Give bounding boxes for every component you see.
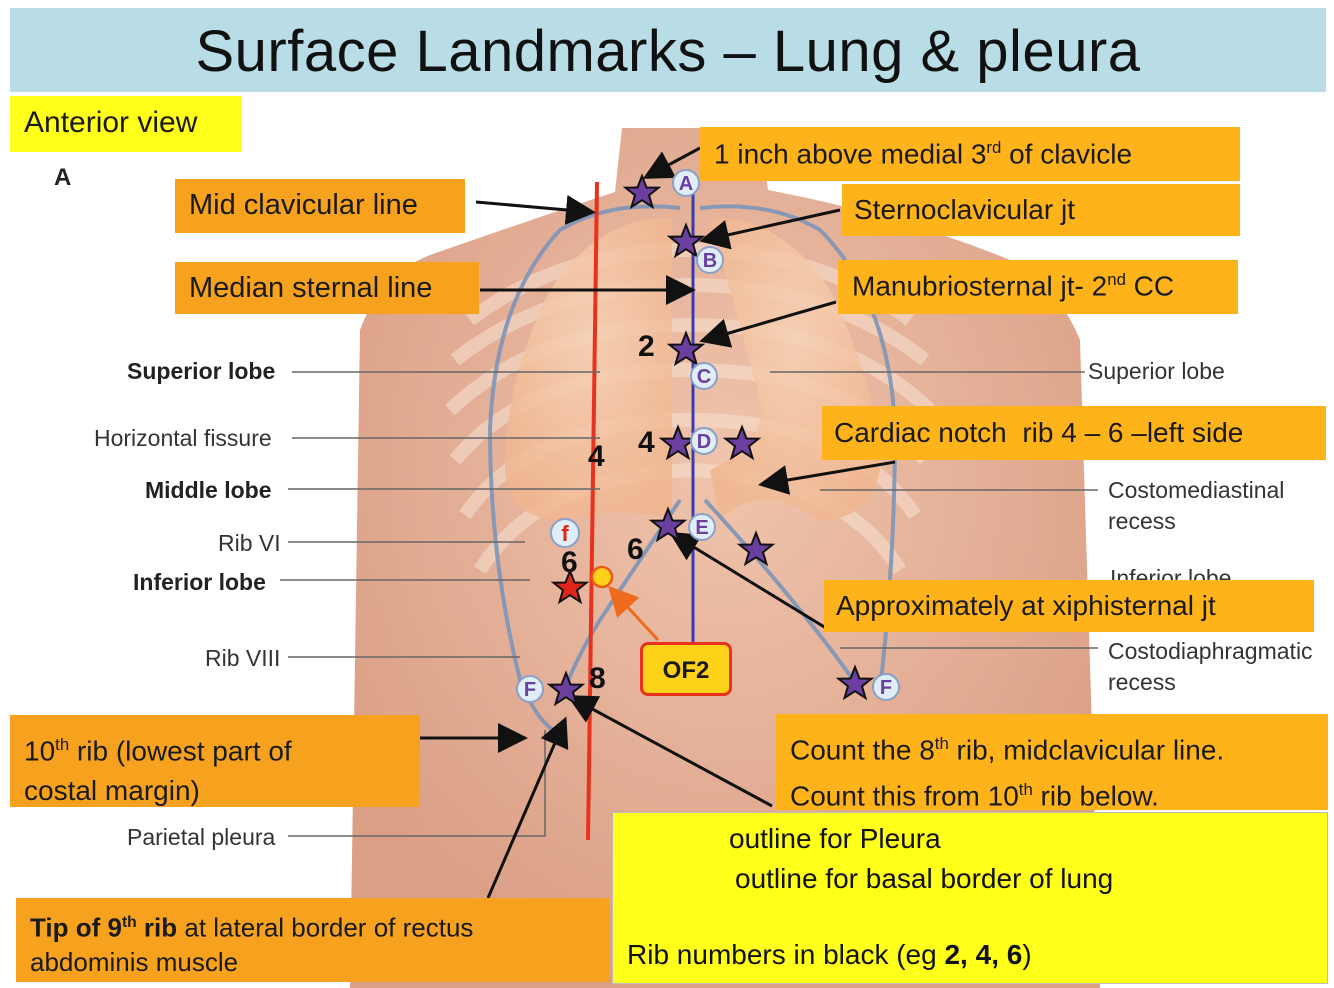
letter-b: B bbox=[703, 250, 717, 272]
label-inferior-lobe-left: Inferior lobe bbox=[133, 569, 266, 595]
letter-d: D bbox=[697, 431, 711, 453]
callout-tenth-rib: 10th rib (lowest part of costal margin) bbox=[10, 715, 420, 807]
figure-letter: A bbox=[54, 164, 72, 191]
legend-lung-text: outline for basal border of lung bbox=[735, 863, 1114, 894]
right-leader-lines bbox=[770, 371, 1098, 649]
rib-number-4-sternal: 4 bbox=[638, 426, 655, 459]
pleura-star-f-left bbox=[837, 666, 873, 699]
pleura-star-b bbox=[668, 224, 704, 257]
callout-above-clavicle: 1 inch above medial 3rd of clavicle bbox=[700, 127, 1240, 181]
label-costodiaphragmatic: Costodiaphragmatic bbox=[1108, 638, 1313, 664]
of2-point bbox=[590, 565, 614, 589]
pleura-star-c bbox=[668, 332, 704, 365]
callout-cardiac-notch: Cardiac notch rib 4 – 6 –left side bbox=[822, 406, 1326, 460]
rib-number-6-sternal: 6 bbox=[627, 533, 644, 566]
legend-box: outline for Pleura outline for basal bor… bbox=[612, 812, 1328, 984]
right-lung bbox=[505, 217, 672, 520]
letter-c: C bbox=[697, 366, 711, 388]
legend-rib-numbers: Rib numbers in black (eg 2, 4, 6) bbox=[627, 939, 1032, 970]
rib-number-2: 2 bbox=[638, 330, 655, 363]
rib-number-6-midclav: 6 bbox=[561, 546, 578, 579]
callout-ninth-rib: Tip of 9th rib at lateral border of rect… bbox=[16, 898, 610, 982]
callout-xiphisternal: Approximately at xiphisternal jt bbox=[824, 580, 1314, 632]
letter-f-left: F bbox=[880, 677, 892, 699]
pleura-star-e-left bbox=[738, 532, 774, 565]
label-parietal-pleura: Parietal pleura bbox=[127, 824, 276, 850]
callout-count-eighth: Count the 8th rib, midclavicular line. C… bbox=[776, 714, 1328, 812]
label-superior-lobe-left: Superior lobe bbox=[127, 358, 276, 384]
pleura-star-a bbox=[624, 175, 660, 208]
left-leader-lines bbox=[280, 371, 600, 837]
label-costomediastinal: Costomediastinal bbox=[1108, 477, 1285, 503]
legend-pleura-text: outline for Pleura bbox=[729, 823, 941, 854]
label-rib-vi: Rib VI bbox=[218, 530, 281, 556]
callout-median-sternal: Median sternal line bbox=[175, 262, 479, 314]
label-superior-lobe-right: Superior lobe bbox=[1088, 358, 1225, 384]
title-bar: Surface Landmarks – Lung & pleura bbox=[10, 8, 1326, 92]
callout-of2: OF2 bbox=[640, 642, 732, 696]
label-middle-lobe: Middle lobe bbox=[145, 477, 272, 503]
slide-title: Surface Landmarks – Lung & pleura bbox=[195, 19, 1141, 84]
callout-mid-clavicular: Mid clavicular line bbox=[175, 179, 465, 233]
anterior-view-label: Anterior view bbox=[10, 96, 242, 152]
pleura-star-d-left bbox=[724, 426, 760, 459]
mid-clavicular-line bbox=[586, 181, 599, 841]
callout-manubriosternal: Manubriosternal jt- 2nd CC bbox=[838, 260, 1238, 314]
pleura-star-d-right bbox=[660, 426, 696, 459]
letter-f-right: F bbox=[524, 679, 536, 701]
pointer-arrows bbox=[420, 146, 896, 899]
letter-a: A bbox=[679, 173, 693, 195]
letter-lung-f: f bbox=[561, 521, 569, 546]
pleura-star-e bbox=[650, 508, 686, 541]
label-costodiaphragmatic-recess: recess bbox=[1108, 669, 1176, 695]
rib-number-8: 8 bbox=[589, 662, 606, 695]
callout-sternoclavicular: Sternoclavicular jt bbox=[842, 184, 1240, 236]
pleura-star-f-right bbox=[548, 672, 584, 705]
label-costomediastinal-recess: recess bbox=[1108, 508, 1176, 534]
letter-e: E bbox=[695, 517, 708, 539]
rib-number-4-midclav: 4 bbox=[588, 440, 605, 473]
label-horizontal-fissure: Horizontal fissure bbox=[94, 425, 272, 451]
label-rib-viii: Rib VIII bbox=[205, 645, 281, 671]
of2-arrow bbox=[607, 585, 660, 642]
